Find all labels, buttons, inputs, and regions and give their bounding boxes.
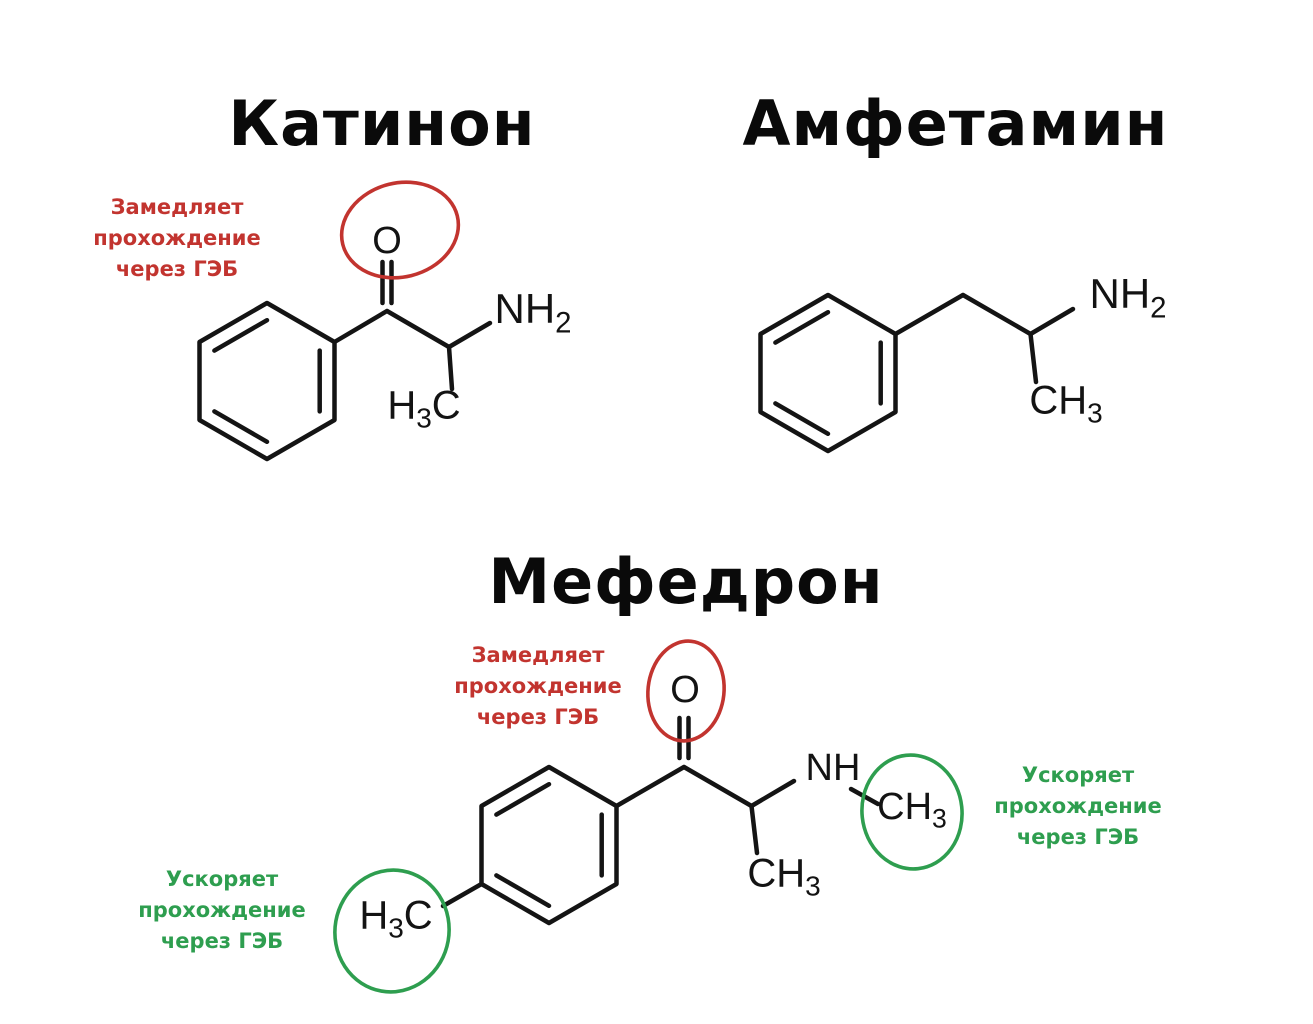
label-sub: 3 bbox=[932, 803, 947, 834]
label-post: C bbox=[431, 383, 461, 428]
annotation-line: прохождение bbox=[138, 898, 306, 922]
cathinone-bond-ch-ch3 bbox=[446, 344, 455, 392]
mephedrone-bond-ch-ch3 bbox=[749, 803, 760, 856]
annotation-line: через ГЭБ bbox=[160, 929, 284, 953]
cathinone-h3c-label: H3C bbox=[387, 386, 460, 433]
annotation-fast-nmethyl: Ускоряет прохождение через ГЭБ bbox=[978, 760, 1178, 853]
annotation-line: прохождение bbox=[994, 794, 1162, 818]
amphetamine-bond-ch-ch3 bbox=[1028, 331, 1039, 385]
mephedrone-benzene-ring bbox=[479, 764, 619, 926]
label-main: NH bbox=[1089, 270, 1151, 318]
mephedrone-structure bbox=[440, 715, 881, 926]
title-mephedrone: Мефедрон bbox=[488, 545, 884, 618]
highlight-circles bbox=[333, 180, 964, 994]
annotation-slow-mephedrone: Замедляет прохождение через ГЭБ bbox=[438, 640, 638, 733]
cathinone-oxygen-label: O bbox=[372, 222, 402, 260]
amphetamine-ring-double-bond bbox=[773, 401, 831, 437]
amphetamine-bond-ch-nh2 bbox=[1028, 306, 1076, 337]
annotation-line: Ускоряет bbox=[1021, 763, 1135, 787]
label-main: CH bbox=[877, 785, 933, 828]
cathinone-bond-carbonyl-ch bbox=[384, 308, 452, 350]
label-main: H bbox=[387, 383, 417, 428]
label-main: NH bbox=[494, 285, 556, 333]
cathinone-benzene-ring bbox=[197, 300, 337, 462]
mephedrone-h3c-label: H3C bbox=[359, 896, 432, 943]
label-main: O bbox=[372, 220, 402, 262]
label-sub: 3 bbox=[388, 912, 404, 944]
amphetamine-nh2-label: NH2 bbox=[1089, 273, 1166, 323]
cathinone-nh2-label: NH2 bbox=[494, 288, 571, 338]
mephedrone-nmethyl-green-circle bbox=[860, 753, 964, 871]
mephedrone-ring-methyl-green-circle bbox=[333, 868, 451, 994]
label-sub: 3 bbox=[1087, 397, 1103, 429]
title-cathinone: Катинон bbox=[228, 87, 536, 160]
label-sub: 2 bbox=[1150, 291, 1167, 325]
cathinone-ring-double-bond bbox=[212, 409, 270, 445]
annotation-line: прохождение bbox=[93, 226, 261, 250]
label-sub: 3 bbox=[416, 402, 432, 434]
amphetamine-ring-double-bond bbox=[773, 309, 831, 345]
mephedrone-bond-ch-nh bbox=[749, 778, 797, 809]
mephedrone-nh-label: NH bbox=[806, 749, 861, 787]
mephedrone-ring-double-bond bbox=[494, 873, 552, 909]
mephedrone-oxygen-label: O bbox=[670, 671, 700, 709]
amphetamine-bond-ch2-ch bbox=[960, 292, 1033, 337]
annotation-slow-cathinone: Замедляет прохождение через ГЭБ bbox=[77, 192, 277, 285]
label-main: NH bbox=[805, 747, 861, 789]
title-amphetamine: Амфетамин bbox=[742, 87, 1169, 160]
amphetamine-benzene-ring bbox=[758, 292, 898, 454]
annotation-line: Замедляет bbox=[471, 643, 605, 667]
mephedrone-bond-ring-carbonyl bbox=[614, 764, 687, 809]
label-main: H bbox=[359, 893, 389, 938]
label-sub: 2 bbox=[555, 306, 572, 340]
mephedrone-nmethyl-label: CH3 bbox=[877, 788, 947, 832]
annotation-line: через ГЭБ bbox=[115, 257, 239, 281]
cathinone-carbonyl-red-circle bbox=[339, 180, 461, 280]
mephedrone-ring-double-bond bbox=[494, 781, 552, 817]
annotation-line: прохождение bbox=[454, 674, 622, 698]
annotation-line: через ГЭБ bbox=[476, 705, 600, 729]
label-post: C bbox=[403, 893, 433, 938]
mephedrone-bond-ring-h3c bbox=[440, 881, 484, 909]
label-main: O bbox=[670, 669, 700, 711]
annotation-line: Ускоряет bbox=[165, 867, 279, 891]
amphetamine-structure bbox=[758, 292, 1076, 454]
cathinone-ring-double-bond bbox=[212, 317, 270, 353]
amphetamine-ch3-label: CH3 bbox=[1029, 381, 1102, 428]
cathinone-structure bbox=[197, 259, 493, 462]
cathinone-bond-ring-carbonyl bbox=[332, 308, 390, 345]
cathinone-bond-ch-nh2 bbox=[446, 320, 493, 350]
mephedrone-ch3-label: CH3 bbox=[747, 854, 820, 901]
mephedrone-carbonyl-red-circle bbox=[646, 639, 726, 743]
annotation-fast-ring-methyl: Ускоряет прохождение через ГЭБ bbox=[122, 864, 322, 957]
label-main: CH bbox=[1029, 378, 1088, 423]
annotation-line: Замедляет bbox=[110, 195, 244, 219]
label-sub: 3 bbox=[805, 870, 821, 902]
label-main: CH bbox=[747, 851, 806, 896]
amphetamine-bond-ring-ch2 bbox=[893, 292, 966, 337]
mephedrone-bond-carbonyl-ch bbox=[681, 764, 754, 809]
annotation-line: через ГЭБ bbox=[1016, 825, 1140, 849]
